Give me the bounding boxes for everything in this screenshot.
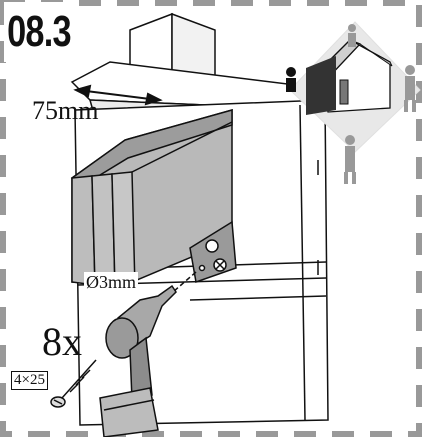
screw-icon [50, 359, 97, 408]
screw-size-label: 4×25 [11, 371, 48, 390]
width-dimension-arrow [73, 84, 163, 106]
drill-diameter-label: Ø3mm [84, 272, 139, 293]
bracket-icon [189, 220, 237, 283]
width-dimension-label: 75mm [32, 96, 99, 125]
person-icon [286, 24, 416, 184]
shed-icon [289, 21, 421, 153]
drill-icon [99, 284, 177, 438]
step-number: 08.3 [4, 2, 74, 62]
stacked-boards [70, 109, 233, 289]
quantity-label: 8x [42, 319, 82, 364]
